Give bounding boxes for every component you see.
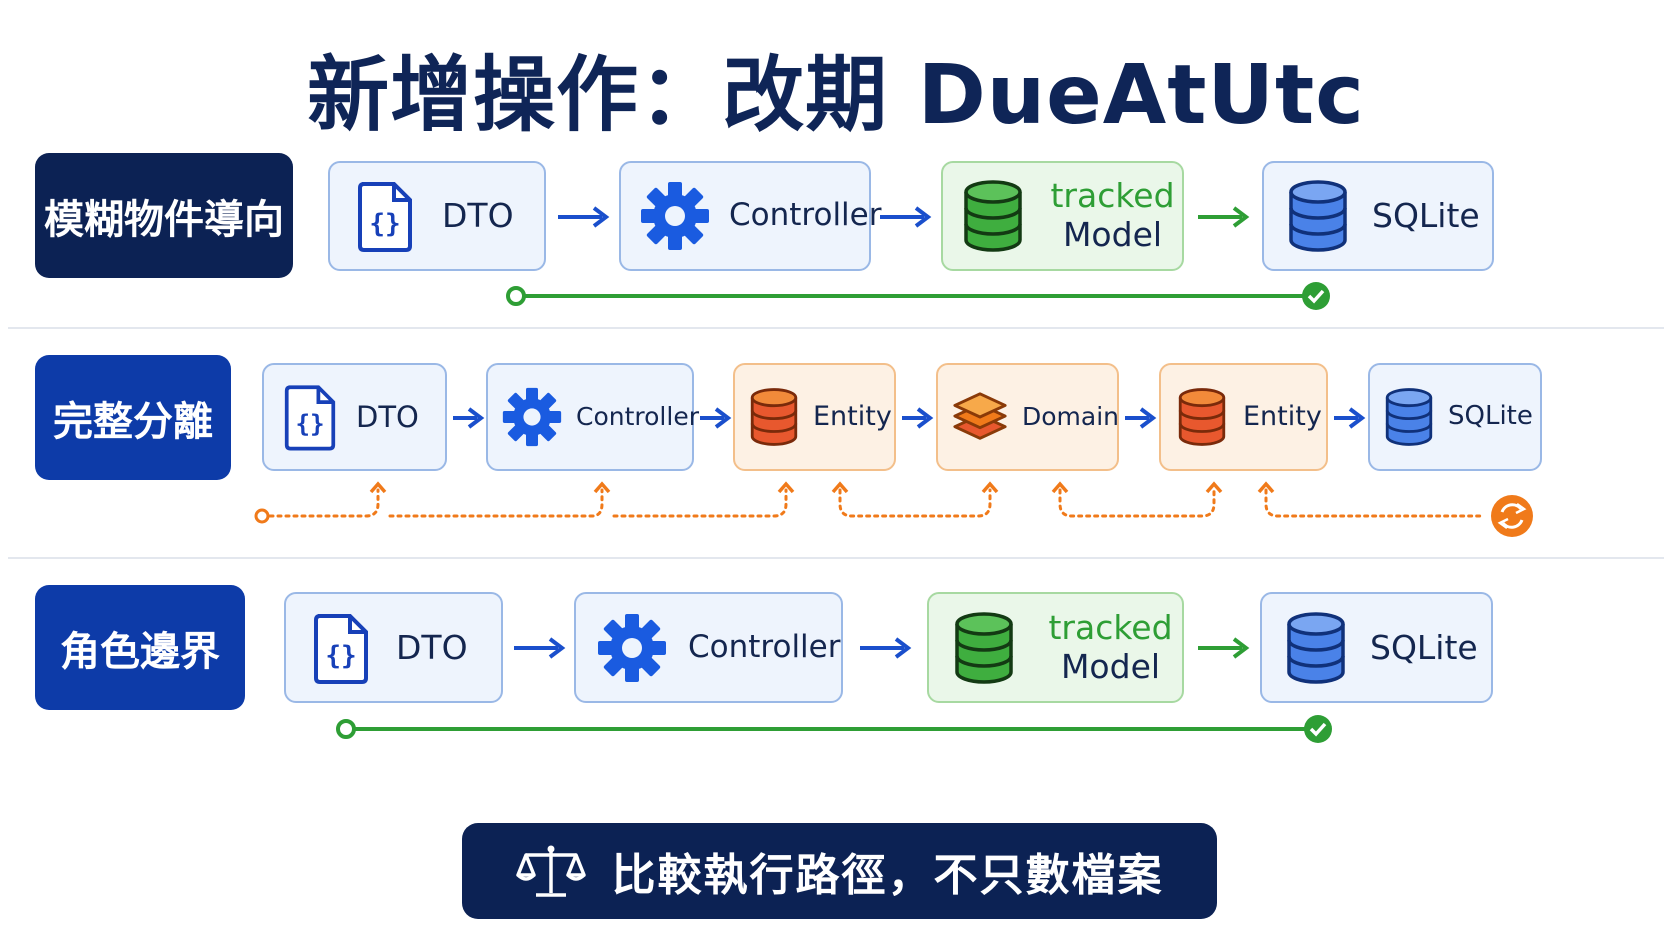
layers-icon [938,388,1022,446]
gear-icon [576,613,688,683]
green-path-line [506,282,1330,310]
row-divider [8,327,1664,329]
green-path-line [336,715,1332,743]
node-label: Controller [688,628,841,665]
node-dto: {} DTO [262,363,447,471]
arrow-right-icon [880,206,932,228]
node-label: DTO [356,399,419,434]
database-icon [735,386,813,448]
svg-text:{}: {} [369,209,400,239]
node-label: Controller [576,402,699,431]
arrow-right-icon [453,407,485,429]
arrow-right-icon [902,407,934,429]
node-domain: Domain [936,363,1119,471]
database-icon [1161,386,1243,448]
node-label: Entity [813,400,892,432]
svg-text:{}: {} [295,410,324,438]
json-file-icon: {} [264,383,356,451]
arrow-right-icon [1198,206,1250,228]
node-label: SQLite [1372,196,1480,236]
row-label-role-boundary: 角色邊界 [35,585,245,710]
node-tracked-model: tracked Model [927,592,1184,703]
arrow-right-icon [558,206,610,228]
arrow-right-icon [1125,407,1157,429]
footer-banner: 比較執行路徑，不只數檔案 [462,823,1217,919]
database-icon [929,610,1039,686]
node-label: SQLite [1448,401,1533,432]
page-title: 新增操作：改期 DueAtUtc [307,48,1365,143]
node-controller: Controller [574,592,843,703]
node-label: SQLite [1370,627,1478,667]
gear-icon [488,387,576,447]
node-label: Model [1062,215,1163,254]
scale-icon [515,841,586,901]
arrow-right-icon [860,637,912,659]
database-icon [1370,386,1448,448]
database-icon [1264,178,1372,254]
footer-text: 比較執行路徑，不只數檔案 [611,850,1164,901]
row-label-full-separation: 完整分離 [35,355,231,480]
node-entity: Entity [1159,363,1328,471]
json-file-icon: {} [330,180,440,252]
arrow-right-icon [514,637,566,659]
arrow-right-icon [1334,407,1366,429]
node-controller: Controller [486,363,699,471]
node-entity: Entity [733,363,896,471]
database-icon [943,178,1043,254]
node-tracked-model: tracked Model [941,161,1184,271]
node-label: DTO [396,627,468,667]
json-file-icon: {} [286,612,396,684]
node-label: Domain [1022,402,1120,431]
node-sqlite: SQLite [1262,161,1494,271]
node-dto: {} DTO [284,592,503,703]
tracked-label: tracked [1050,176,1175,216]
node-label: Entity [1243,400,1322,432]
arrow-right-icon [1198,637,1250,659]
row-divider [8,557,1664,559]
node-label: DTO [442,196,514,236]
node-controller: Controller [619,161,882,271]
node-sqlite: SQLite [1260,592,1493,703]
orange-mapping-path [254,481,1533,537]
node-label: Controller [729,197,882,234]
svg-text:{}: {} [325,641,356,671]
database-icon [1262,610,1370,686]
node-label: Model [1060,646,1161,686]
tracked-label: tracked [1048,607,1173,647]
node-sqlite: SQLite [1368,363,1542,471]
row-label-fuzzy-oo: 模糊物件導向 [35,153,293,278]
arrow-right-icon [700,407,732,429]
gear-icon [621,181,729,251]
node-dto: {} DTO [328,161,546,271]
